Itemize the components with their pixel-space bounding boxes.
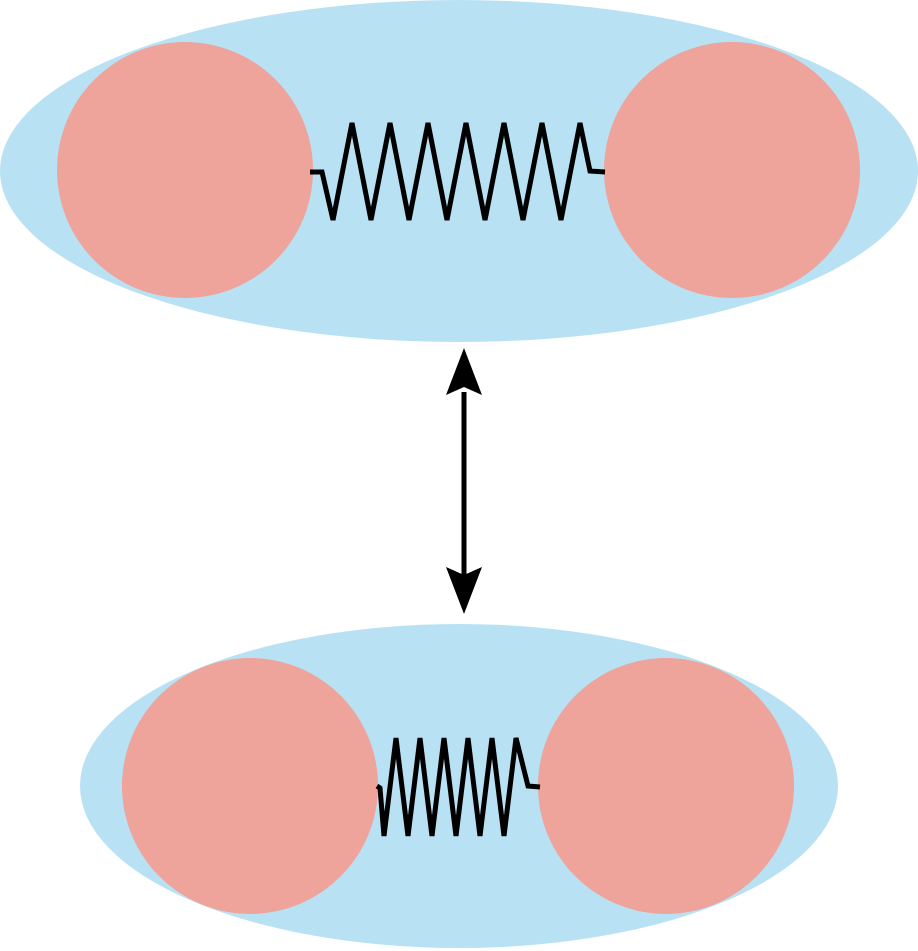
atom-left-bottom xyxy=(122,658,378,914)
spring-top xyxy=(310,122,606,221)
atom-left-top xyxy=(57,42,313,298)
double-headed-arrow xyxy=(446,348,482,614)
arrow-head-up-icon xyxy=(446,348,482,395)
arrow-head-down-icon xyxy=(446,567,482,614)
atom-right-bottom xyxy=(538,658,794,914)
molecule-stretched xyxy=(0,0,918,342)
atom-right-top xyxy=(604,42,860,298)
spring-bottom xyxy=(375,737,541,837)
molecule-compressed xyxy=(80,624,838,948)
